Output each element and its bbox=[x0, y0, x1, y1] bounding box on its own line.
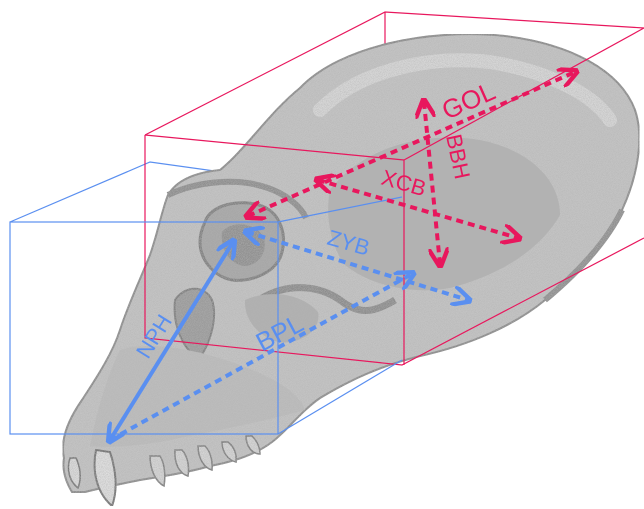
skull-illustration bbox=[63, 34, 639, 506]
canine-tooth bbox=[95, 450, 116, 506]
